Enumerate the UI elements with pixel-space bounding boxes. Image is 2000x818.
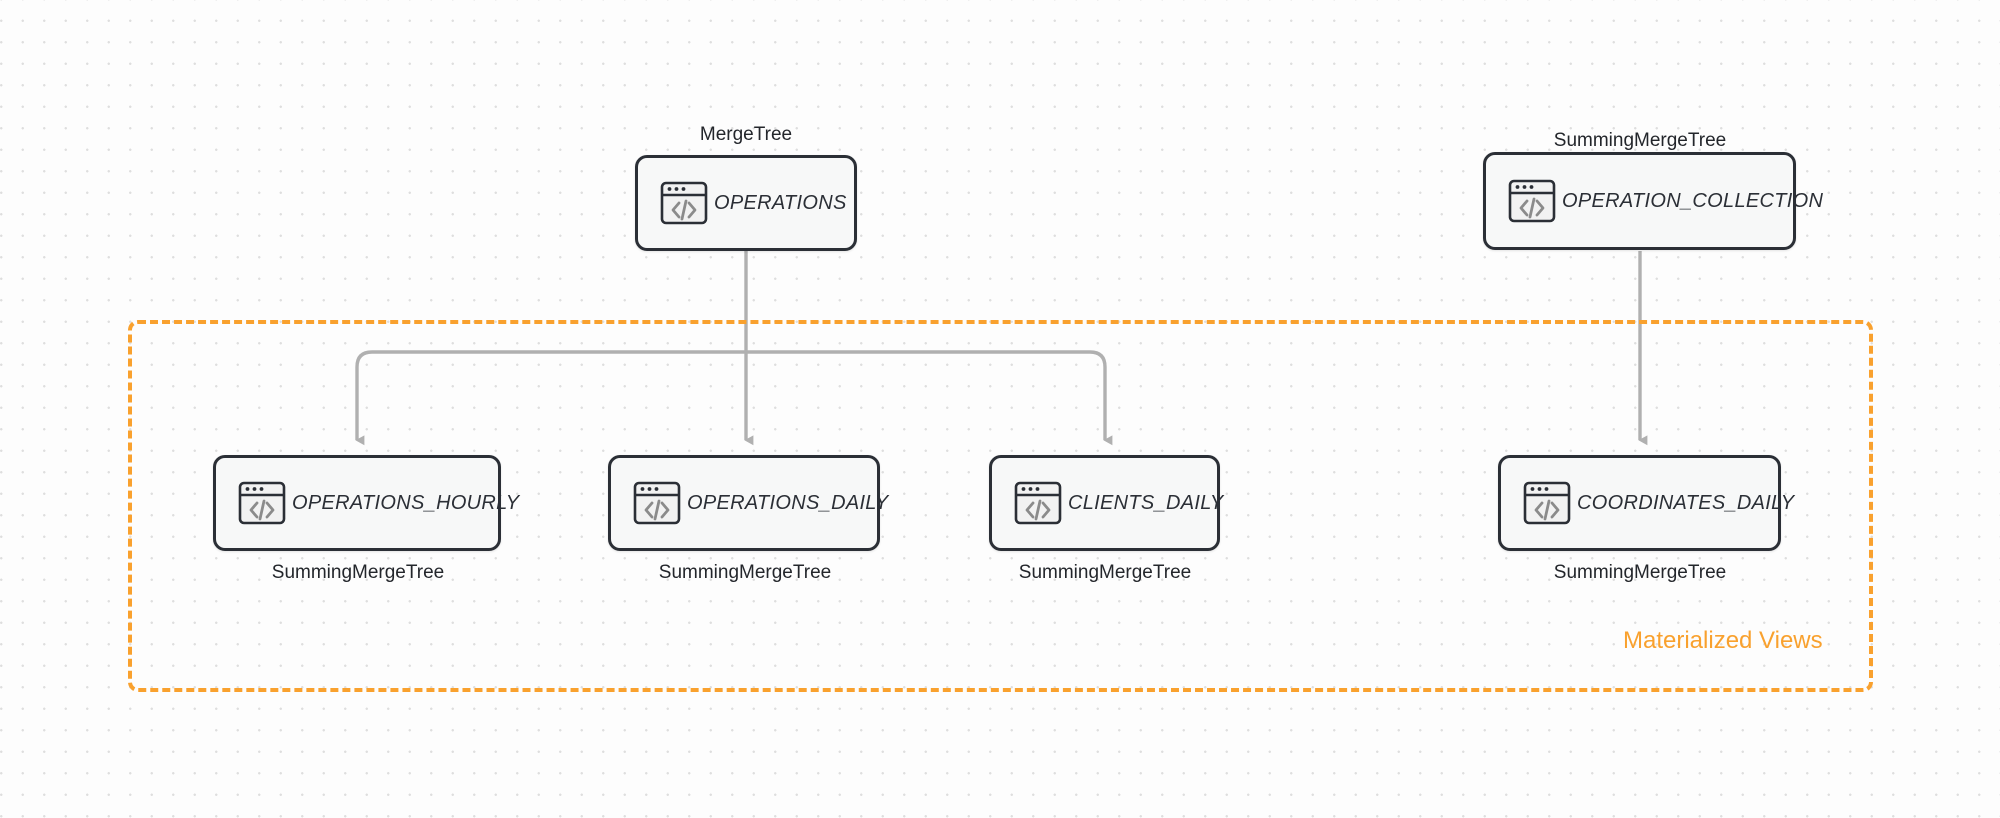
engine-caption-operation-collection: SummingMergeTree — [1553, 130, 1727, 151]
node-label-operations: OPERATIONS — [714, 191, 847, 214]
code-window-icon — [1014, 481, 1062, 525]
materialized-views-label: Materialized Views — [1623, 627, 1823, 654]
node-coordinates-daily[interactable]: COORDINATES_DAILY — [1498, 455, 1794, 551]
node-label-operations-daily: OPERATIONS_DAILY — [687, 491, 889, 514]
node-clients-daily[interactable]: CLIENTS_DAILY — [989, 455, 1223, 551]
node-operations-daily[interactable]: OPERATIONS_DAILY — [608, 455, 888, 551]
code-window-icon — [238, 481, 286, 525]
node-label-clients-daily: CLIENTS_DAILY — [1068, 491, 1224, 514]
engine-caption-clients-daily: SummingMergeTree — [1018, 562, 1192, 583]
node-label-coordinates-daily: COORDINATES_DAILY — [1577, 491, 1795, 514]
code-window-icon — [1523, 481, 1571, 525]
engine-caption-operations-daily: SummingMergeTree — [658, 562, 832, 583]
code-window-icon — [633, 481, 681, 525]
engine-caption-operations-hourly: SummingMergeTree — [271, 562, 445, 583]
materialized-views-group — [128, 320, 1873, 692]
code-window-icon — [660, 181, 708, 225]
code-window-icon — [1508, 179, 1556, 223]
engine-caption-coordinates-daily: SummingMergeTree — [1553, 562, 1727, 583]
node-operations[interactable]: OPERATIONS — [635, 155, 857, 251]
node-label-operation-collection: OPERATION_COLLECTION — [1562, 189, 1824, 212]
engine-caption-operations: MergeTree — [699, 124, 793, 145]
node-label-operations-hourly: OPERATIONS_HOURLY — [292, 491, 520, 514]
node-operations-hourly[interactable]: OPERATIONS_HOURLY — [213, 455, 519, 551]
node-operation-collection[interactable]: OPERATION_COLLECTION — [1483, 152, 1823, 250]
